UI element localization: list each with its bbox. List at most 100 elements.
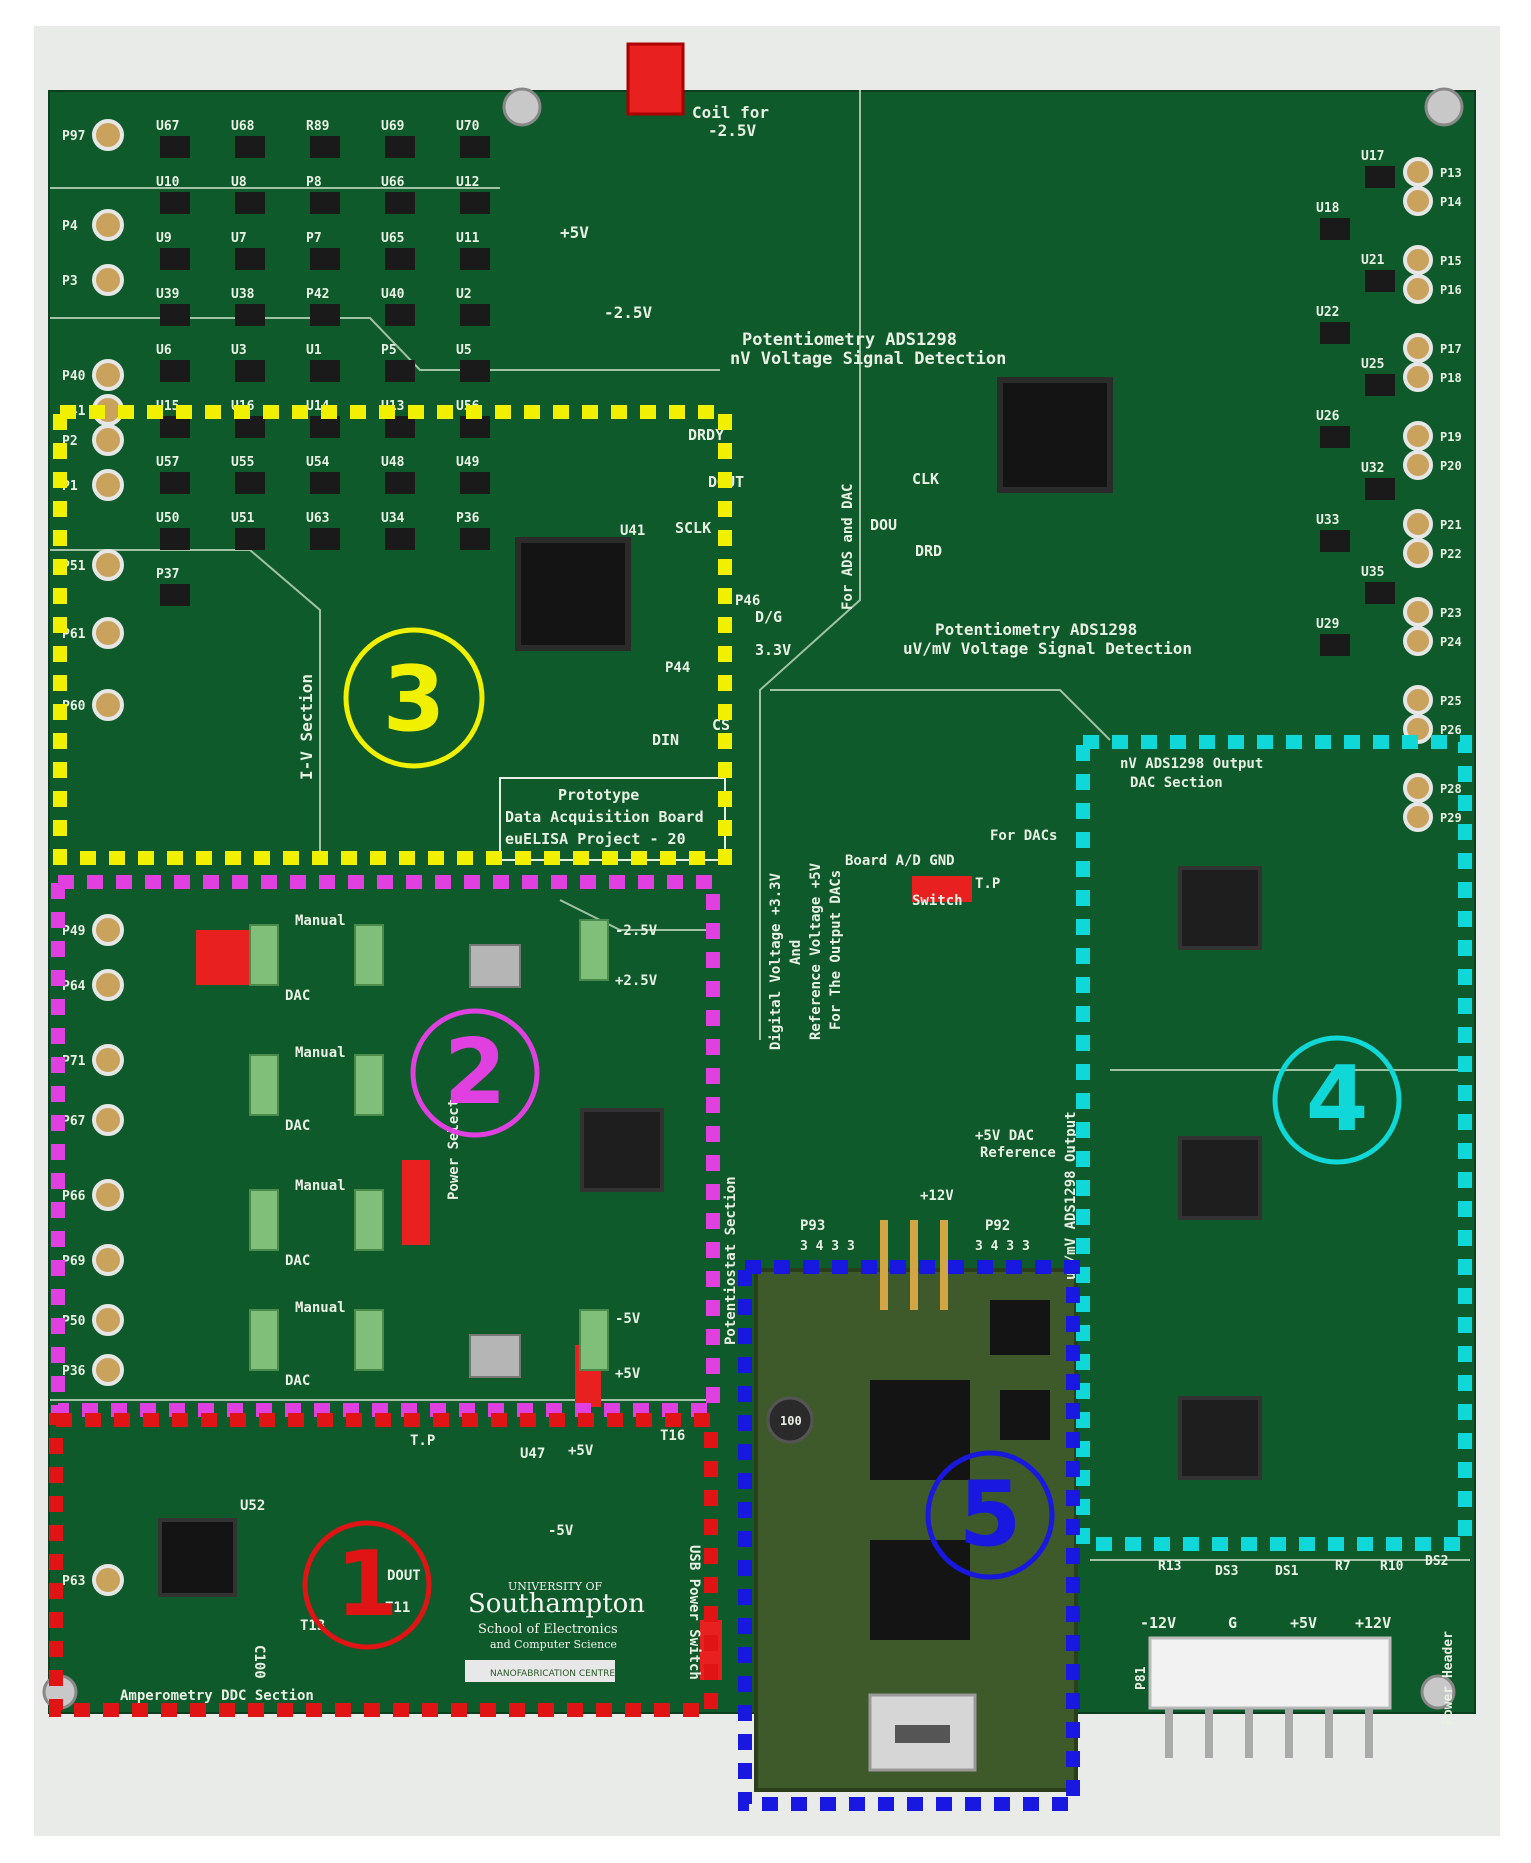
- dac-section-title: nV ADS1298 Output: [1120, 756, 1263, 772]
- connector-label: P71: [62, 1054, 86, 1069]
- ic-label: U54: [306, 455, 330, 470]
- ic-label: U39: [156, 287, 179, 302]
- vertical-ref: Reference Voltage +5V: [808, 862, 824, 1040]
- sma-connector: P20: [1403, 450, 1462, 480]
- dac-ref-line1: +5V DAC: [975, 1128, 1034, 1144]
- sma-connector: P50: [62, 1304, 124, 1336]
- nv-title: Potentiometry ADS1298: [742, 330, 957, 350]
- badge-3-number: 3: [383, 647, 446, 752]
- silk-top-left: Potentiometry ADS1298 nV Voltage Signal …: [560, 103, 1006, 369]
- badge-5: 5: [925, 1450, 1055, 1580]
- connector-label: P22: [1440, 547, 1462, 561]
- sma-connector: P97: [62, 119, 124, 151]
- ic-label: R89: [306, 119, 329, 134]
- sma-connector: P13: [1403, 157, 1462, 187]
- dac-label-3: DAC: [285, 1253, 310, 1269]
- connector-label: P50: [62, 1314, 86, 1329]
- sma-connector: P29: [1403, 802, 1462, 832]
- small-ic: U49: [456, 455, 490, 494]
- connector-label: P40: [62, 369, 86, 384]
- rail-minus12: -12V: [1140, 1614, 1176, 1632]
- small-ic: U66: [381, 175, 415, 214]
- ic-label: P37: [156, 567, 179, 582]
- school-line1: School of Electronics: [478, 1622, 618, 1637]
- pins-right: 3 4 3 3: [975, 1239, 1030, 1254]
- ads1298-chip-top-right: [997, 377, 1113, 493]
- dg-pin: D/G: [755, 608, 782, 626]
- sma-connector: P28: [1403, 773, 1462, 803]
- drdy-pin: DRDY: [688, 426, 724, 444]
- sma-connector: P23: [1403, 597, 1462, 627]
- ic-label: U57: [156, 455, 179, 470]
- usb-power-label: USB Power Switch: [686, 1545, 702, 1680]
- ic-label: P8: [306, 175, 322, 190]
- small-ic: U33: [1316, 513, 1350, 552]
- sma-connector: P15: [1403, 245, 1462, 275]
- connector-label: P61: [62, 627, 86, 642]
- sma-connector: P21: [1403, 509, 1462, 539]
- rail-plus12: +12V: [1355, 1614, 1391, 1632]
- ic-label: P7: [306, 231, 322, 246]
- t11-label: T11: [385, 1600, 410, 1616]
- sma-connector: P63: [62, 1564, 124, 1596]
- small-ic: U38: [231, 287, 265, 326]
- small-ic: U63: [306, 511, 340, 550]
- for-dacs-label: For DACs: [990, 828, 1057, 844]
- sma-connector: P61: [62, 617, 124, 649]
- section-box-3: [53, 405, 732, 865]
- connector-label: P97: [62, 129, 85, 144]
- potentiostat-label: Potentiostat Section: [723, 1176, 739, 1345]
- connector-label: P4: [62, 219, 78, 234]
- coil-voltage: -2.5V: [708, 121, 757, 140]
- connector-label: P26: [1440, 723, 1462, 737]
- part-ds2: DS2: [1425, 1554, 1448, 1569]
- power-header-caption: Power Header: [1441, 1631, 1456, 1725]
- dac-chip-3: [1178, 1396, 1262, 1480]
- ic-label: P36: [456, 511, 480, 526]
- connector-label: P25: [1440, 694, 1462, 708]
- sma-connector: P1: [62, 469, 124, 501]
- ic-label: U2: [456, 287, 472, 302]
- v33-pin: 3.3V: [755, 641, 791, 659]
- sma-connector: P36: [62, 1354, 124, 1386]
- connector-label: P14: [1440, 195, 1462, 209]
- manual-label-3: Manual: [295, 1178, 346, 1194]
- plus5-label: +5V: [560, 223, 589, 242]
- amperometry-title: Amperometry DDC Section: [120, 1688, 314, 1704]
- small-ic: U51: [231, 511, 265, 550]
- manual-label-4: Manual: [295, 1300, 346, 1316]
- ic-label: P42: [306, 287, 329, 302]
- iv-section-label: I-V Section: [297, 674, 316, 780]
- small-ic: U57: [156, 455, 190, 494]
- p93-label: P93: [800, 1218, 825, 1234]
- plus25-rail: +2.5V: [615, 973, 658, 989]
- small-ic: U5: [456, 343, 490, 382]
- manual-label-1: Manual: [295, 913, 346, 929]
- board-traces: [50, 90, 1470, 1561]
- sma-connector: P69: [62, 1244, 124, 1276]
- ic-label: U1: [306, 343, 322, 358]
- dac-ref-line2: Reference: [980, 1145, 1056, 1161]
- small-ic: U69: [381, 119, 415, 158]
- ic-label: U11: [456, 231, 480, 246]
- small-ic: U1: [306, 343, 340, 382]
- ic-label: U32: [1361, 461, 1384, 476]
- dac-label-1: DAC: [285, 988, 310, 1004]
- connector-label: P24: [1440, 635, 1462, 649]
- small-ic: U32: [1361, 461, 1395, 500]
- connector-label: P15: [1440, 254, 1462, 268]
- southampton-name: Southampton: [468, 1589, 645, 1619]
- sma-connector: P25: [1403, 685, 1462, 715]
- rail-plus5: +5V: [1290, 1614, 1317, 1632]
- ic-label: U29: [1316, 617, 1339, 632]
- prototype-line3: euELISA Project - 20: [505, 830, 686, 848]
- badge-5-number: 5: [959, 1462, 1022, 1567]
- plus5-rail: +5V: [615, 1366, 641, 1382]
- silk-middle: Digital Voltage +3.3V And Reference Volt…: [768, 484, 1057, 1204]
- pins-left: 3 4 3 3: [800, 1239, 855, 1254]
- ic-label: U50: [156, 511, 180, 526]
- small-ic: P42: [306, 287, 340, 326]
- prototype-box: Prototype Data Acquisition Board euELISA…: [499, 777, 726, 861]
- small-ic: U54: [306, 455, 340, 494]
- connector-label: P69: [62, 1254, 85, 1269]
